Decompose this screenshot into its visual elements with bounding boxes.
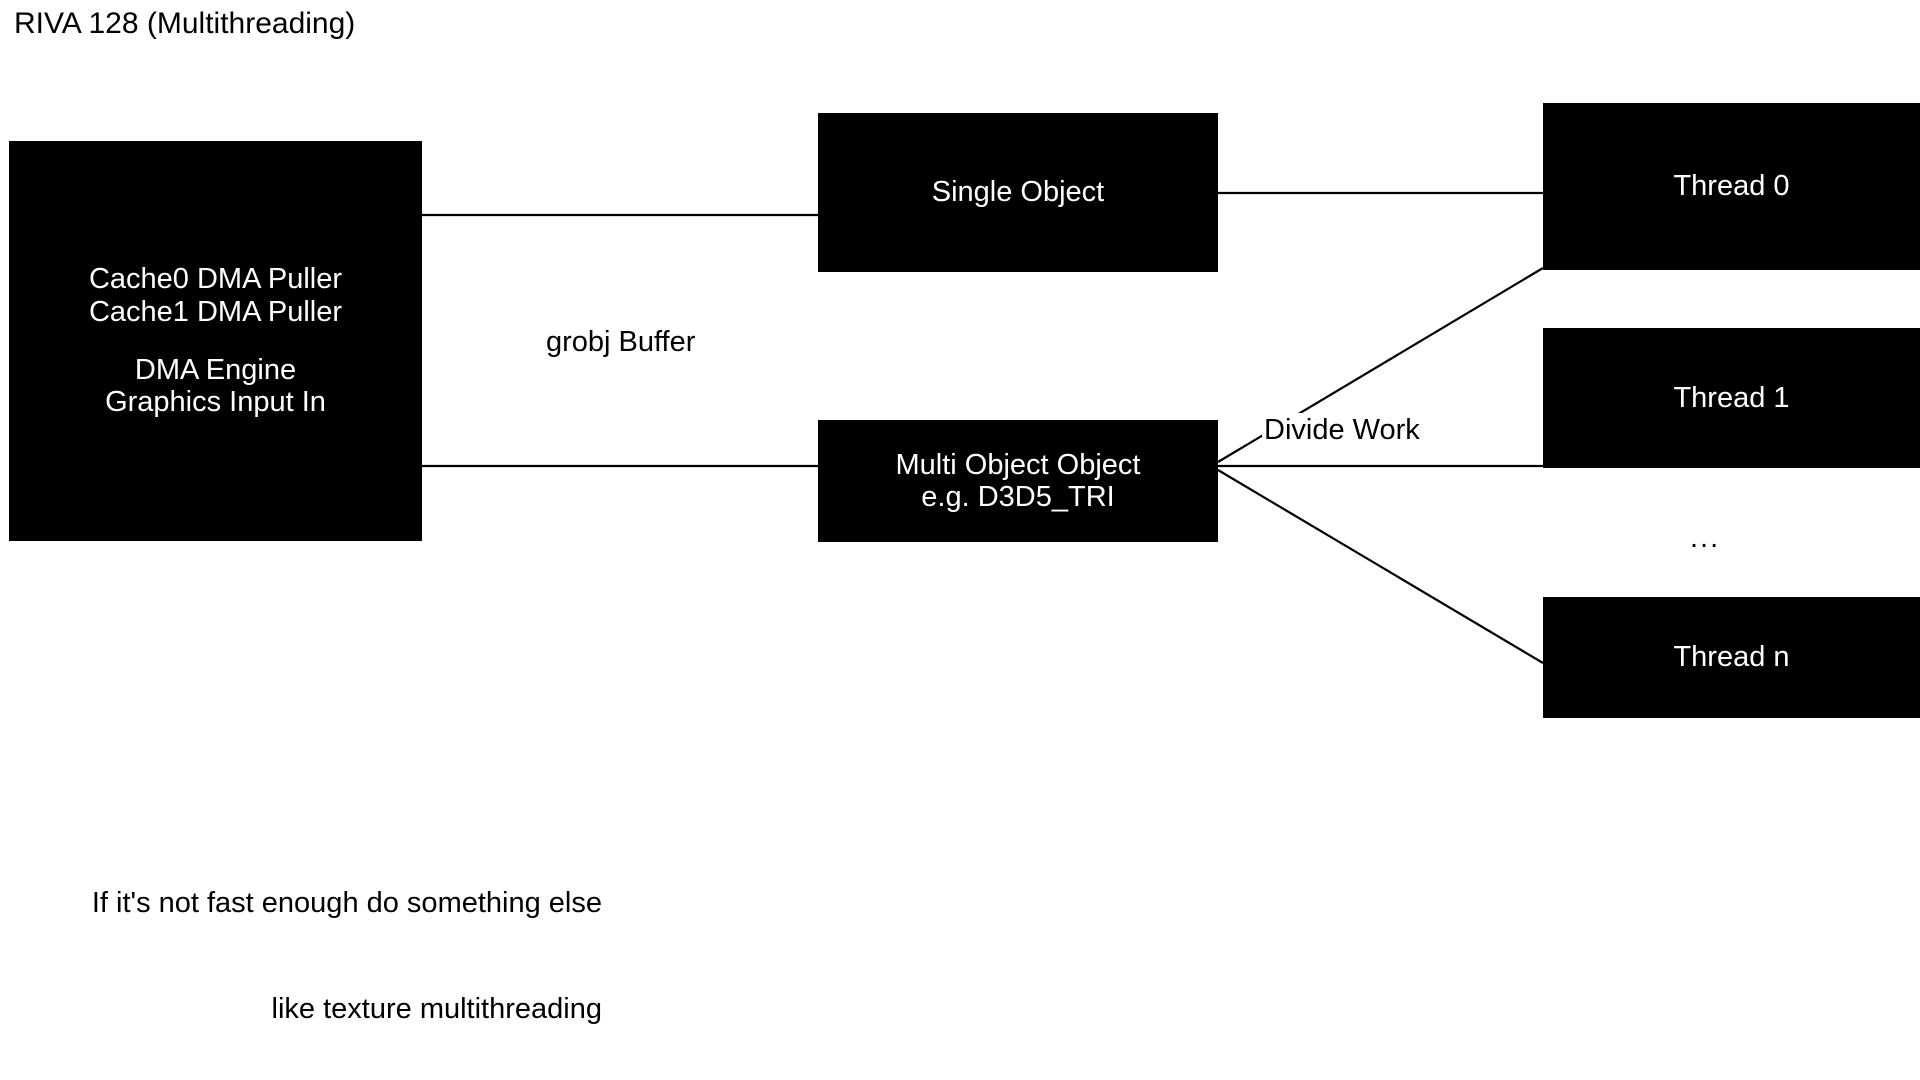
page-title: RIVA 128 (Multithreading) — [14, 7, 356, 40]
footer-note-line1: If it's not fast enough do something els… — [91, 886, 602, 919]
box-thread-n-label: Thread n — [1673, 641, 1790, 674]
label-thread-ellipsis: ... — [1690, 522, 1721, 554]
box-thread-1[interactable]: Thread 1 — [1543, 328, 1920, 468]
box-thread-1-label: Thread 1 — [1673, 381, 1790, 414]
box-multi-object-line2: e.g. D3D5_TRI — [921, 481, 1115, 513]
footer-note: If it's not fast enough do something els… — [0, 815, 602, 1080]
box-dma-line-cache1: Cache1 DMA Puller — [88, 295, 343, 328]
box-thread-0[interactable]: Thread 0 — [1543, 103, 1920, 270]
label-grobj-buffer: grobj Buffer — [546, 326, 696, 358]
footer-note-line2: like texture multithreading — [271, 992, 602, 1025]
connector-multi-to-threadn — [1217, 469, 1544, 664]
box-dma-engine[interactable]: Cache0 DMA Puller Cache1 DMA Puller DMA … — [9, 141, 422, 541]
box-dma-line-engine: DMA Engine — [134, 354, 297, 386]
box-thread-0-label: Thread 0 — [1673, 170, 1790, 203]
box-single-object[interactable]: Single Object — [818, 113, 1218, 272]
box-thread-n[interactable]: Thread n — [1543, 597, 1920, 718]
label-divide-work: Divide Work — [1262, 413, 1422, 448]
box-single-object-label: Single Object — [931, 176, 1105, 209]
box-multi-object[interactable]: Multi Object Object e.g. D3D5_TRI — [818, 420, 1218, 542]
box-dma-line-graphics-input: Graphics Input In — [105, 386, 326, 419]
box-dma-line-cache0: Cache0 DMA Puller — [88, 263, 343, 296]
box-multi-object-line1: Multi Object Object — [895, 448, 1141, 481]
